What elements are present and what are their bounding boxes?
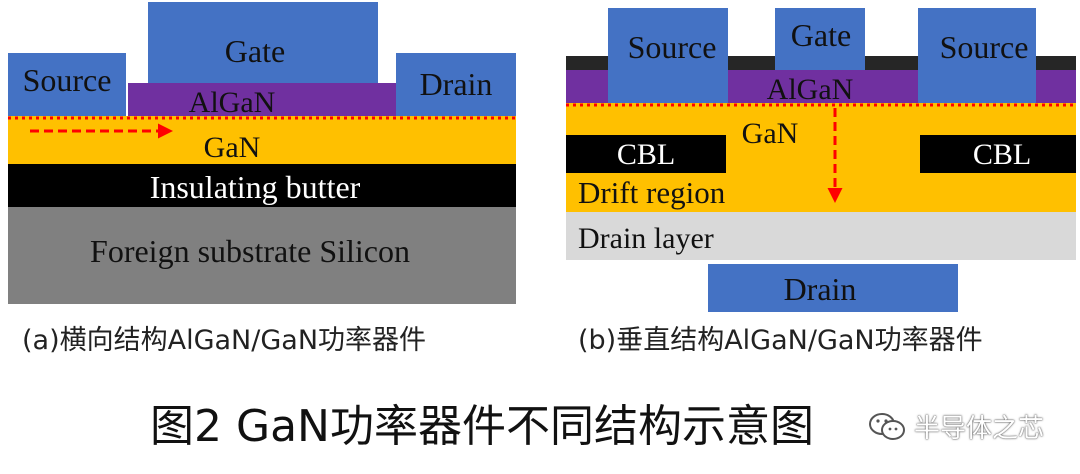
drain-bottom-contact — [708, 264, 958, 312]
algan-label: AlGaN — [189, 86, 276, 119]
lateral-structure: Gate Source Drain AlGaN GaN Insulating b… — [8, 2, 516, 304]
gan-label: GaN — [742, 117, 799, 150]
substrate-label: Foreign substrate Silicon — [90, 233, 410, 269]
drain-label: Drain — [784, 271, 857, 307]
source-label: Source — [23, 62, 112, 98]
source-right-contact — [918, 8, 1036, 103]
gate-contact — [148, 2, 378, 83]
drift-region-label: Drift region — [578, 175, 726, 210]
watermark: 半导体之芯 — [868, 408, 1044, 445]
source-left-label: Source — [628, 29, 717, 65]
algan-layer — [128, 83, 396, 116]
drain-contact — [396, 53, 516, 116]
cbl-left-block — [566, 135, 726, 173]
buffer-label: Insulating butter — [150, 169, 361, 205]
cbl-right-label: CBL — [973, 138, 1031, 171]
buffer-layer — [8, 164, 516, 207]
source-contact — [8, 53, 126, 116]
source-right-label: Source — [940, 29, 1029, 65]
caption-lateral: (a)横向结构AlGaN/GaN功率器件 — [22, 325, 427, 356]
caption-vertical: (b)垂直结构AlGaN/GaN功率器件 — [578, 325, 983, 356]
substrate-layer — [8, 207, 516, 304]
cbl-right-block — [920, 135, 1076, 173]
gan-layer — [8, 116, 516, 164]
algan-label: AlGaN — [767, 73, 854, 106]
gan-label: GaN — [204, 131, 261, 164]
figure-title: 图2 GaN功率器件不同结构示意图 — [150, 401, 814, 452]
vertical-structure: Source Gate Source AlGaN GaN CBL CBL Dri… — [566, 8, 1076, 312]
drain-layer-label: Drain layer — [578, 222, 714, 255]
gate-contact — [775, 8, 865, 70]
watermark-text: 半导体之芯 — [914, 414, 1045, 444]
gate-label: Gate — [791, 17, 851, 53]
drain-label: Drain — [420, 66, 493, 102]
drain-layer — [566, 212, 1076, 260]
cbl-left-label: CBL — [617, 138, 675, 171]
wechat-icon — [869, 412, 905, 440]
source-left-contact — [608, 8, 728, 103]
gate-label: Gate — [225, 33, 285, 69]
